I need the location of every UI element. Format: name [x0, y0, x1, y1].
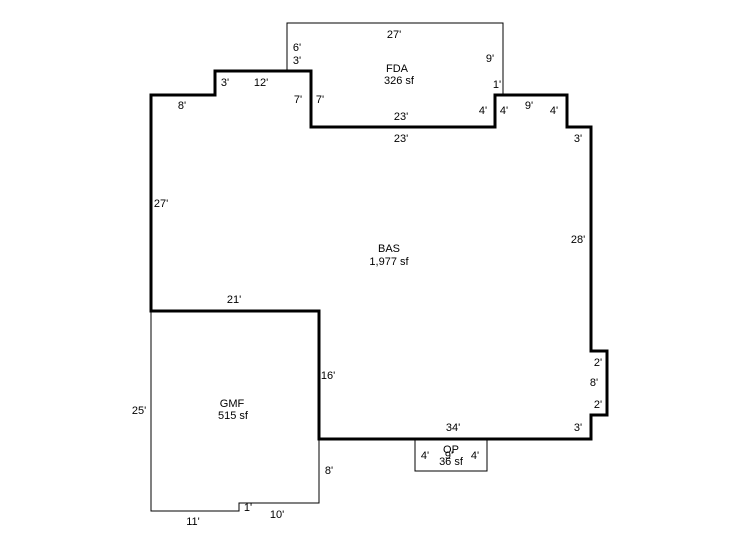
dim-label: 7' [294, 94, 302, 106]
dim-label: 16' [321, 370, 335, 382]
dim-label: 10' [270, 509, 284, 521]
dim-label: 23' [394, 111, 408, 123]
fda-area: 326 sf [384, 75, 415, 87]
dim-label: 21' [227, 294, 241, 306]
dim-label: 9' [445, 450, 453, 462]
bas-area: 1,977 sf [369, 256, 409, 268]
op-area: 36 sf [439, 456, 464, 468]
dim-label: 12' [254, 77, 268, 89]
dim-label: 11' [186, 516, 200, 528]
dim-label: 27' [154, 198, 168, 210]
dim-label: 2' [594, 357, 602, 369]
dim-label: 1' [493, 79, 501, 91]
dim-label: 8' [325, 465, 333, 477]
dim-label: 4' [479, 105, 487, 117]
dim-label: 25' [132, 405, 146, 417]
dim-label: 1' [244, 502, 252, 514]
op-code: OP [443, 444, 459, 456]
fda-code: FDA [386, 63, 409, 75]
dim-label: 4' [471, 450, 479, 462]
dim-label: 3' [574, 422, 582, 434]
dim-label: 3' [574, 133, 582, 145]
dim-label: 3' [221, 77, 229, 89]
bas-outline [149, 69, 609, 441]
dim-label: 6' [293, 42, 301, 54]
dim-label: 28' [571, 234, 585, 246]
gmf-area: 515 sf [218, 410, 249, 422]
bas-code: BAS [378, 243, 400, 255]
dim-label: 4' [550, 105, 558, 117]
dim-label: 8' [178, 100, 186, 112]
dim-label: 23' [394, 133, 408, 145]
dim-label: 9' [525, 100, 533, 112]
dim-label: 3' [293, 55, 301, 67]
dim-label: 9' [486, 53, 494, 65]
dim-label: 27' [387, 29, 401, 41]
dim-label: 2' [594, 399, 602, 411]
dim-label: 4' [421, 450, 429, 462]
dim-label: 8' [590, 377, 598, 389]
gmf-code: GMF [220, 398, 245, 410]
dim-label: 34' [446, 422, 460, 434]
dim-label: 7' [316, 94, 324, 106]
dim-label: 4' [500, 105, 508, 117]
